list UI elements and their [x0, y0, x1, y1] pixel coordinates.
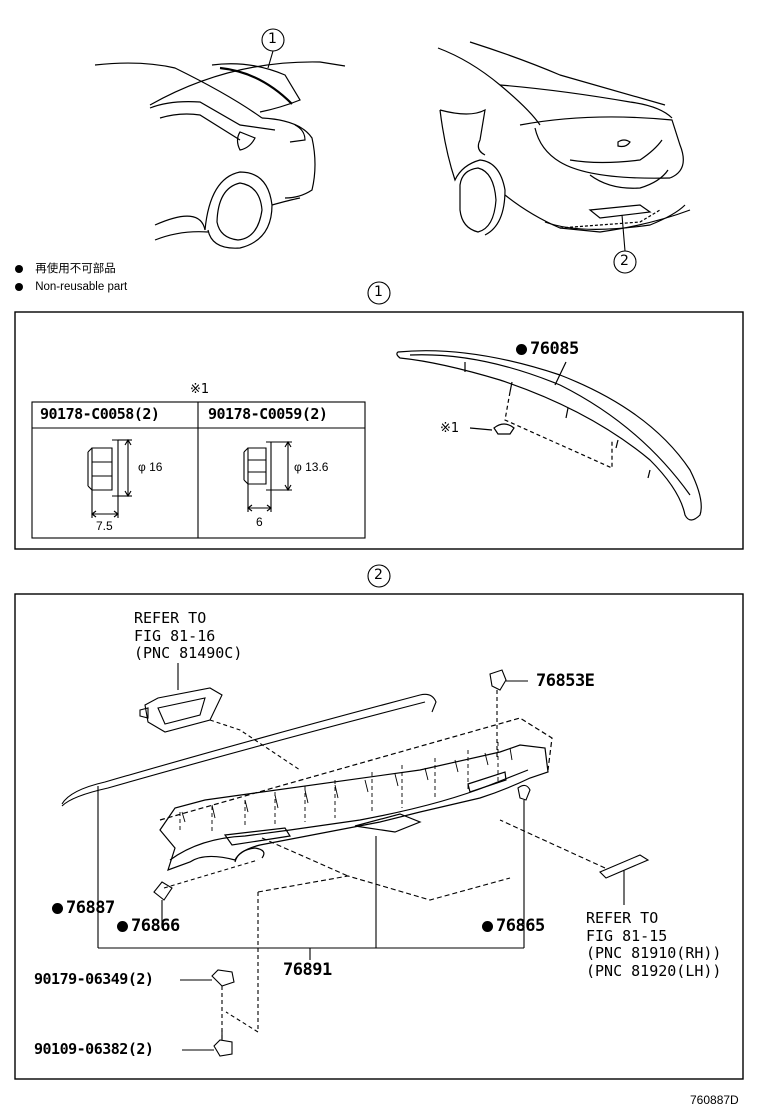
- lamp-assembly-drawing: [139, 663, 301, 771]
- bolt-90109-drawing: [182, 1030, 233, 1057]
- non-reusable-dot-icon: [516, 344, 527, 355]
- callout-1-top: 1: [268, 31, 277, 47]
- reflector-drawing: [499, 819, 650, 905]
- part-76085-label: 76085: [516, 341, 579, 358]
- part-76865-number: 76865: [496, 916, 545, 936]
- nut-a-drawing: [87, 438, 132, 518]
- nut-b-drawing: [243, 440, 292, 512]
- callout-circles: [261, 28, 637, 588]
- nut-b-width: 6: [256, 515, 263, 529]
- part-90179-label: 90179-06349(2): [34, 970, 154, 988]
- callout-2-section: 2: [374, 567, 383, 583]
- nut-90179-drawing: [180, 969, 235, 1040]
- non-reusable-dot-icon: [15, 265, 23, 273]
- part-76866-number: 76866: [131, 916, 180, 936]
- clip-76865-drawing: [517, 784, 531, 948]
- leader-lines: [98, 836, 524, 1033]
- section1-frame: [14, 311, 744, 550]
- legend-line-1: 再使用不可部品: [15, 263, 116, 276]
- non-reusable-dot-icon: [52, 903, 63, 914]
- clip-mark: ※1: [440, 421, 460, 436]
- nut-a-diameter: φ 16: [138, 460, 163, 474]
- legend-text-jp: 再使用不可部品: [35, 263, 116, 275]
- car-illustration-left: [94, 61, 346, 249]
- part-76853e-label: 76853E: [536, 671, 595, 691]
- spoiler-drawing: [396, 350, 702, 521]
- diagram-id: 760887D: [690, 1093, 739, 1107]
- nut-a-width: 7.5: [96, 519, 113, 533]
- rear-bumper-drawing: [159, 717, 553, 871]
- part-76887-number: 76887: [66, 898, 115, 918]
- clip-76866-drawing: [153, 859, 259, 928]
- non-reusable-dot-icon: [482, 921, 493, 932]
- legend-line-2: Non-reusable part: [15, 281, 128, 294]
- refer-fig-81-15: REFER TO FIG 81-15 (PNC 81910(RH)) (PNC …: [586, 909, 722, 980]
- car-illustration-right: [437, 41, 691, 236]
- note-mark: ※1: [190, 382, 210, 397]
- non-reusable-dot-icon: [117, 921, 128, 932]
- part-90109-label: 90109-06382(2): [34, 1040, 154, 1058]
- table-header-b: 90178-C0059(2): [208, 405, 328, 423]
- part-76085-number: 76085: [530, 339, 579, 359]
- part-76866-label: 76866: [117, 918, 180, 935]
- table-header-a: 90178-C0058(2): [40, 405, 160, 423]
- nut-table: [31, 401, 366, 539]
- part-76865-label: 76865: [482, 918, 545, 935]
- nut-b-diameter: φ 13.6: [294, 460, 329, 474]
- section2-frame: [14, 593, 744, 1080]
- refer-fig-81-16: REFER TO FIG 81-16 (PNC 81490C): [134, 609, 243, 662]
- callout-1-section: 1: [374, 284, 383, 300]
- part-76891-label: 76891: [283, 960, 332, 980]
- legend-text-en: Non-reusable part: [35, 281, 128, 293]
- callout-2-top: 2: [620, 253, 629, 269]
- non-reusable-dot-icon: [15, 283, 23, 291]
- part-76887-label: 76887: [52, 900, 115, 917]
- clip-76853e-drawing: [489, 669, 528, 758]
- moulding-drawing: [61, 693, 437, 948]
